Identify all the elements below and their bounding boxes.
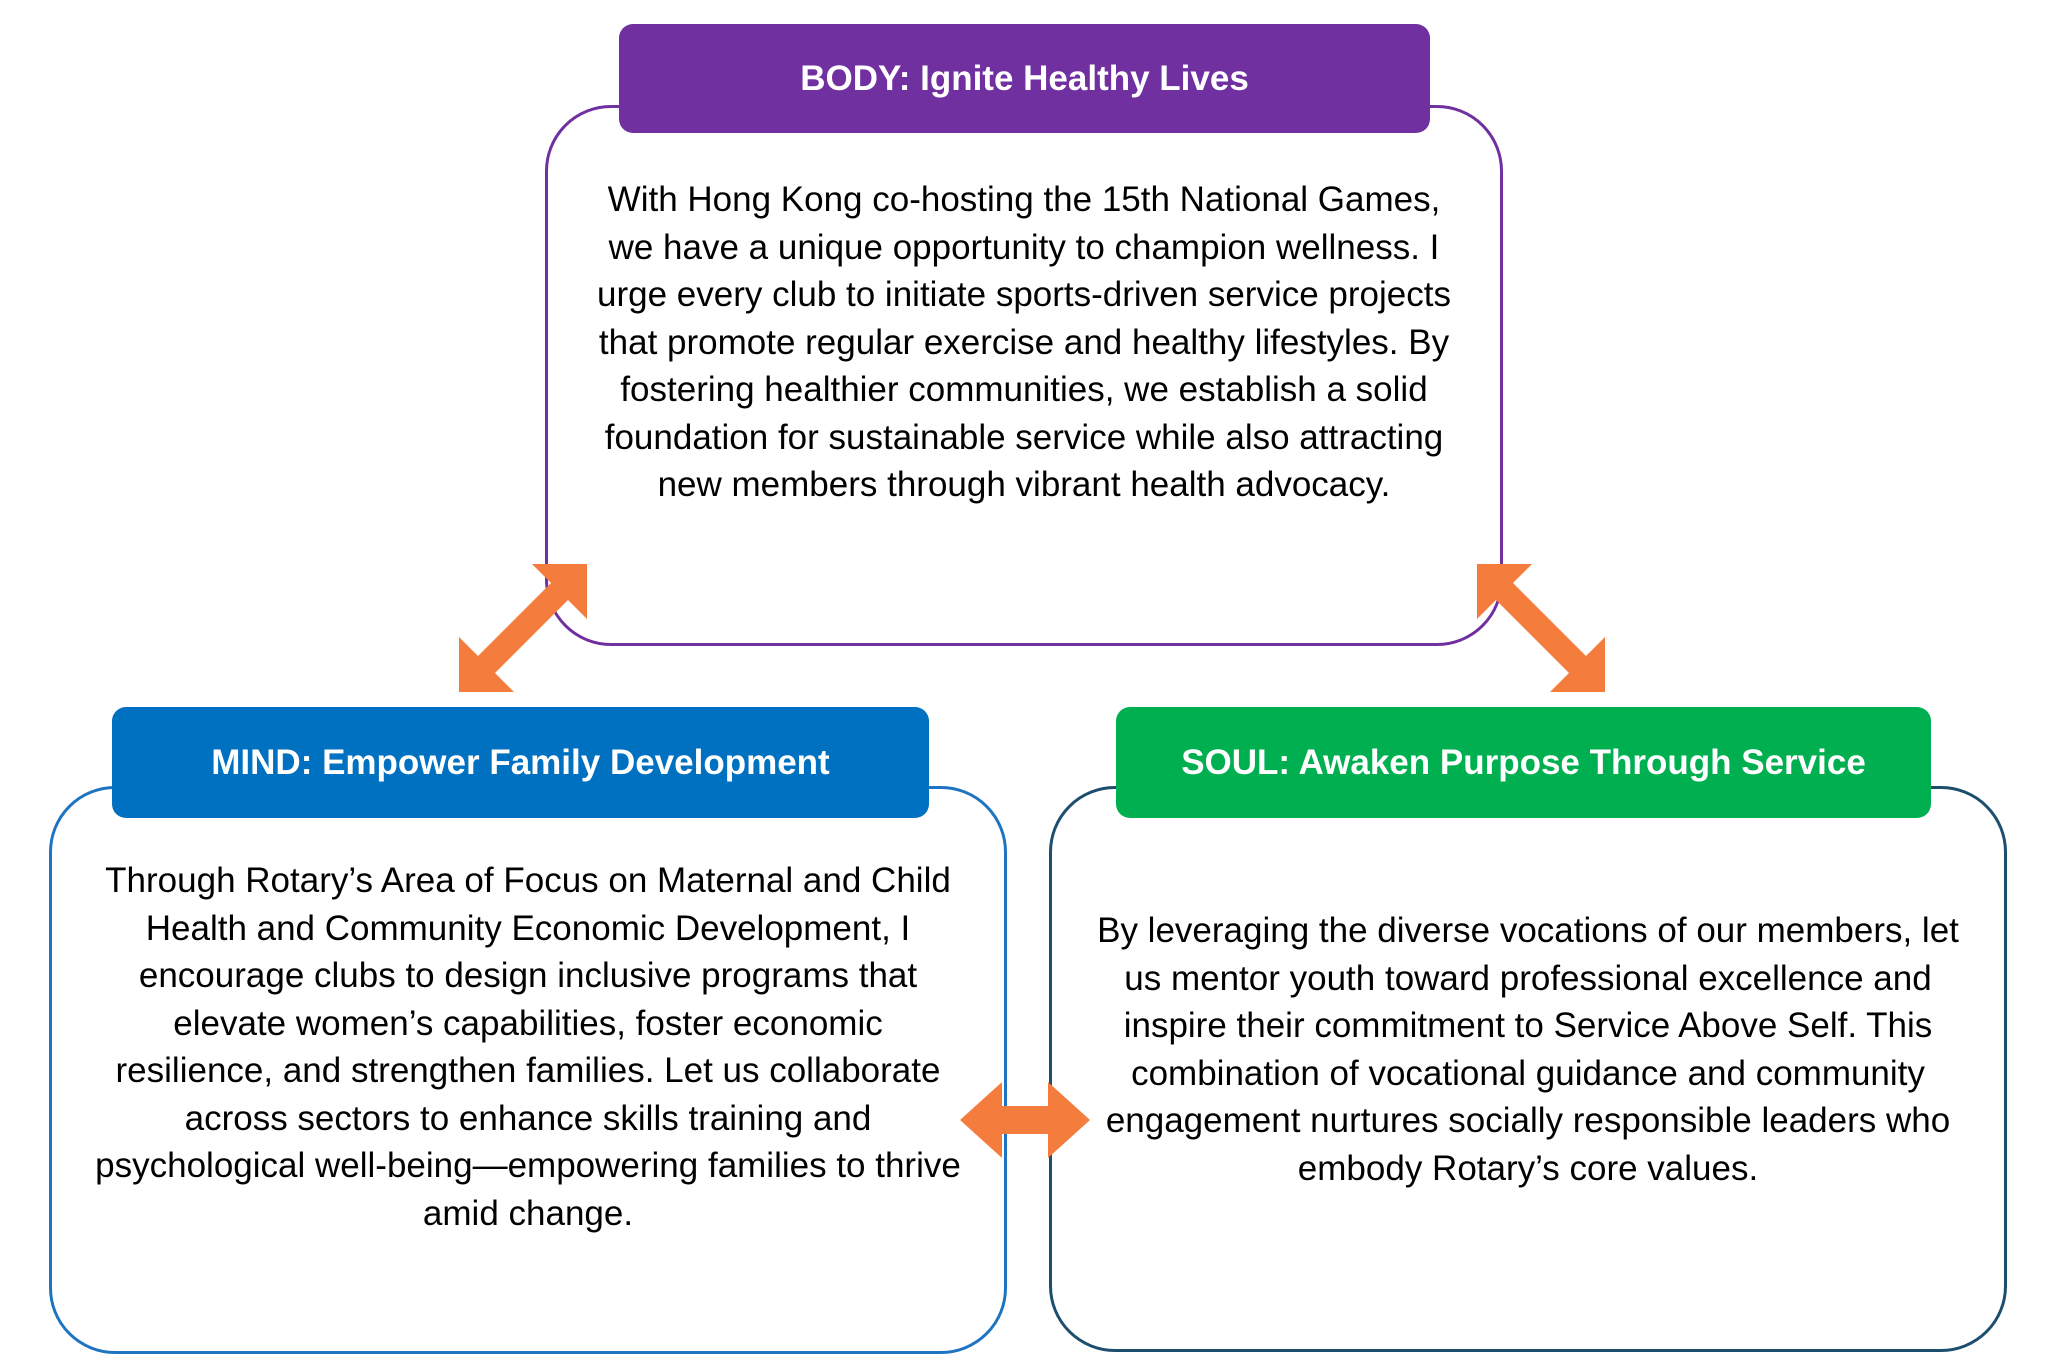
body-header: BODY: Ignite Healthy Lives	[619, 24, 1430, 133]
soul-header: SOUL: Awaken Purpose Through Service	[1116, 707, 1931, 818]
soul-box: By leveraging the diverse vocations of o…	[1049, 786, 2007, 1352]
body-box: With Hong Kong co-hosting the 15th Natio…	[545, 105, 1503, 646]
mind-description: Through Rotary’s Area of Focus on Matern…	[95, 861, 961, 1233]
mind-header: MIND: Empower Family Development	[112, 707, 929, 818]
body-description: With Hong Kong co-hosting the 15th Natio…	[597, 180, 1451, 504]
soul-description: By leveraging the diverse vocations of o…	[1097, 911, 1959, 1188]
mind-box: Through Rotary’s Area of Focus on Matern…	[49, 786, 1007, 1354]
